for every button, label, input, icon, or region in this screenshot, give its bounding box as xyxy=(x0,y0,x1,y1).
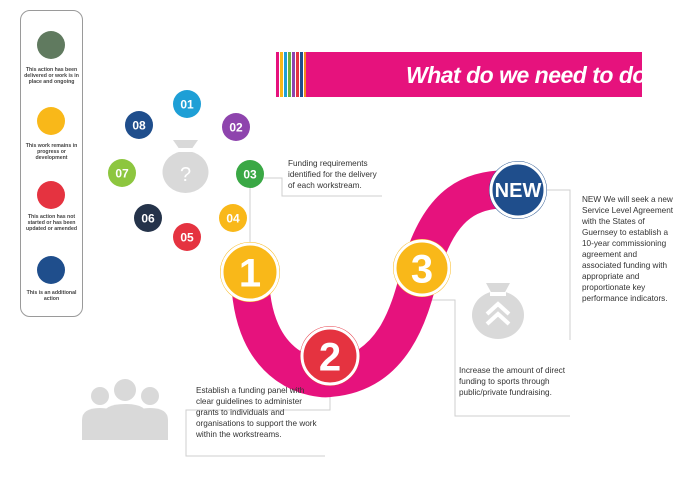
header-stripe xyxy=(300,52,303,97)
workstream-02: 02 xyxy=(222,113,250,141)
header-stripe xyxy=(296,52,299,97)
step-2-label: 2 xyxy=(319,335,341,379)
workstream-01-circle xyxy=(173,90,201,118)
money-bag-symbol: ? xyxy=(180,164,191,186)
connector-step-2 xyxy=(185,372,331,457)
workstream-02-circle xyxy=(222,113,250,141)
legend-text-additional: This is an additional action xyxy=(26,290,77,302)
step-new-label: NEW xyxy=(495,180,542,202)
step-1-label: 1 xyxy=(239,251,261,295)
step-3: 3 xyxy=(393,239,451,297)
workstream-05-circle xyxy=(173,223,201,251)
workstream-06-label: 06 xyxy=(141,211,155,225)
step-2-circle xyxy=(300,326,360,386)
step-1-description: Funding requirements identified for the … xyxy=(288,159,377,190)
workstream-07: 07 xyxy=(108,159,136,187)
legend-dot-delivered xyxy=(37,31,65,59)
workstream-04: 04 xyxy=(219,204,247,232)
header-stripe xyxy=(276,52,279,97)
process-path xyxy=(231,170,522,398)
workstream-05: 05 xyxy=(173,223,201,251)
legend-panel: This action has been delivered or work i… xyxy=(20,10,83,317)
page-title: What do we need to do? xyxy=(406,62,660,88)
workstream-07-circle xyxy=(108,159,136,187)
workstream-01-label: 01 xyxy=(180,97,194,111)
step-ring xyxy=(220,242,280,302)
workstream-08-circle xyxy=(125,111,153,139)
workstream-02-label: 02 xyxy=(229,120,243,134)
money-bag-growth-icon xyxy=(472,283,524,339)
people-group-icon xyxy=(82,379,168,440)
step-new-circle xyxy=(489,161,547,219)
workstream-06-circle xyxy=(134,204,162,232)
connector-step-1 xyxy=(249,177,382,272)
step-1-circle xyxy=(220,242,280,302)
legend-dot-not-started xyxy=(37,181,65,209)
step-3-circle xyxy=(393,239,451,297)
header-stripe xyxy=(304,52,307,97)
legend-text-in-progress: This work remains in progress or develop… xyxy=(25,143,78,161)
header-stripe xyxy=(292,52,295,97)
workstream-08-label: 08 xyxy=(132,118,146,132)
workstream-03: 03 xyxy=(236,160,264,188)
workstream-01: 01 xyxy=(173,90,201,118)
legend-text-not-started: This action has not started or has been … xyxy=(25,214,78,232)
workstream-circles: 01 02 03 04 05 06 07 08 xyxy=(108,90,264,251)
header-bar xyxy=(306,52,642,97)
workstream-03-label: 03 xyxy=(243,167,257,181)
step-ring xyxy=(300,326,360,386)
step-2-description: Establish a funding panel with clear gui… xyxy=(196,386,317,439)
step-ring xyxy=(489,161,547,219)
workstream-06: 06 xyxy=(134,204,162,232)
money-bag-question-icon: ? xyxy=(162,140,209,193)
step-circles: 1 2 3 NEW xyxy=(220,161,547,386)
step-3-description: Increase the amount of direct funding to… xyxy=(459,366,566,397)
workstream-04-label: 04 xyxy=(226,211,240,225)
step-3-label: 3 xyxy=(411,247,433,291)
workstream-03-circle xyxy=(236,160,264,188)
legend-text-delivered: This action has been delivered or work i… xyxy=(24,67,79,85)
workstream-07-label: 07 xyxy=(115,166,129,180)
workstream-04-circle xyxy=(219,204,247,232)
step-ring xyxy=(393,239,451,297)
header-stripe xyxy=(280,52,283,97)
header-stripe xyxy=(284,52,287,97)
step-new: NEW xyxy=(489,161,547,219)
header-color-stripes xyxy=(276,52,308,97)
step-new-description: NEW We will seek a new Service Level Agr… xyxy=(582,195,674,303)
legend-dot-in-progress xyxy=(37,107,65,135)
workstream-05-label: 05 xyxy=(180,230,194,244)
step-1: 1 xyxy=(220,242,280,302)
workstream-08: 08 xyxy=(125,111,153,139)
header-stripe xyxy=(288,52,291,97)
legend-dot-additional xyxy=(37,256,65,284)
step-2: 2 xyxy=(300,326,360,386)
